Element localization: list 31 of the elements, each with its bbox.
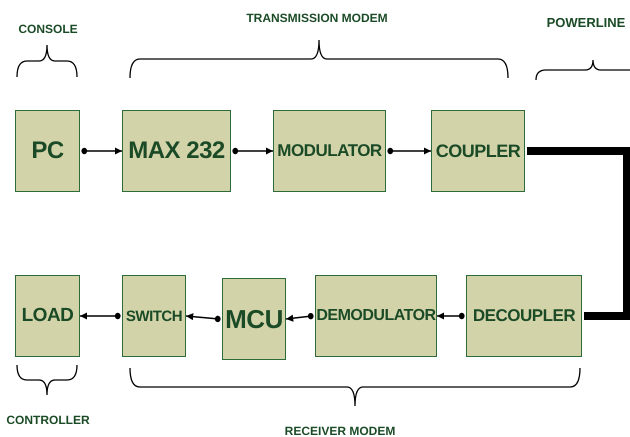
process-box <box>15 275 80 357</box>
process-box <box>122 110 231 192</box>
block-label: MAX 232 <box>128 137 225 165</box>
group-label: CONSOLE <box>18 22 78 36</box>
arrow <box>286 312 314 322</box>
group-label: CONTROLLER <box>6 413 90 427</box>
arrow <box>186 313 221 322</box>
block-label: LOAD <box>22 305 74 327</box>
block-label: DEMODULATOR <box>316 307 436 325</box>
process-box <box>15 110 80 192</box>
block-label: MODULATOR <box>277 141 382 161</box>
block-label: MCU <box>225 304 283 334</box>
process-box <box>431 110 525 192</box>
powerline <box>527 147 630 320</box>
arrow <box>232 147 273 155</box>
group-label: RECEIVER MODEM <box>284 424 396 437</box>
block-label: SWITCH <box>126 308 182 324</box>
block-label: DECOUPLER <box>472 306 576 326</box>
arrow <box>81 147 122 155</box>
process-box <box>315 275 437 357</box>
block-label: PC <box>31 137 64 165</box>
process-box <box>222 278 286 360</box>
arrow <box>80 312 121 320</box>
arrow <box>387 147 431 155</box>
group-label: TRANSMISSION MODEM <box>246 11 388 25</box>
process-box <box>466 275 582 357</box>
process-box <box>122 275 186 357</box>
arrow <box>437 312 465 320</box>
group-label: POWERLINE <box>546 15 626 30</box>
block-label: COUPLER <box>436 140 520 162</box>
process-box <box>273 110 386 192</box>
